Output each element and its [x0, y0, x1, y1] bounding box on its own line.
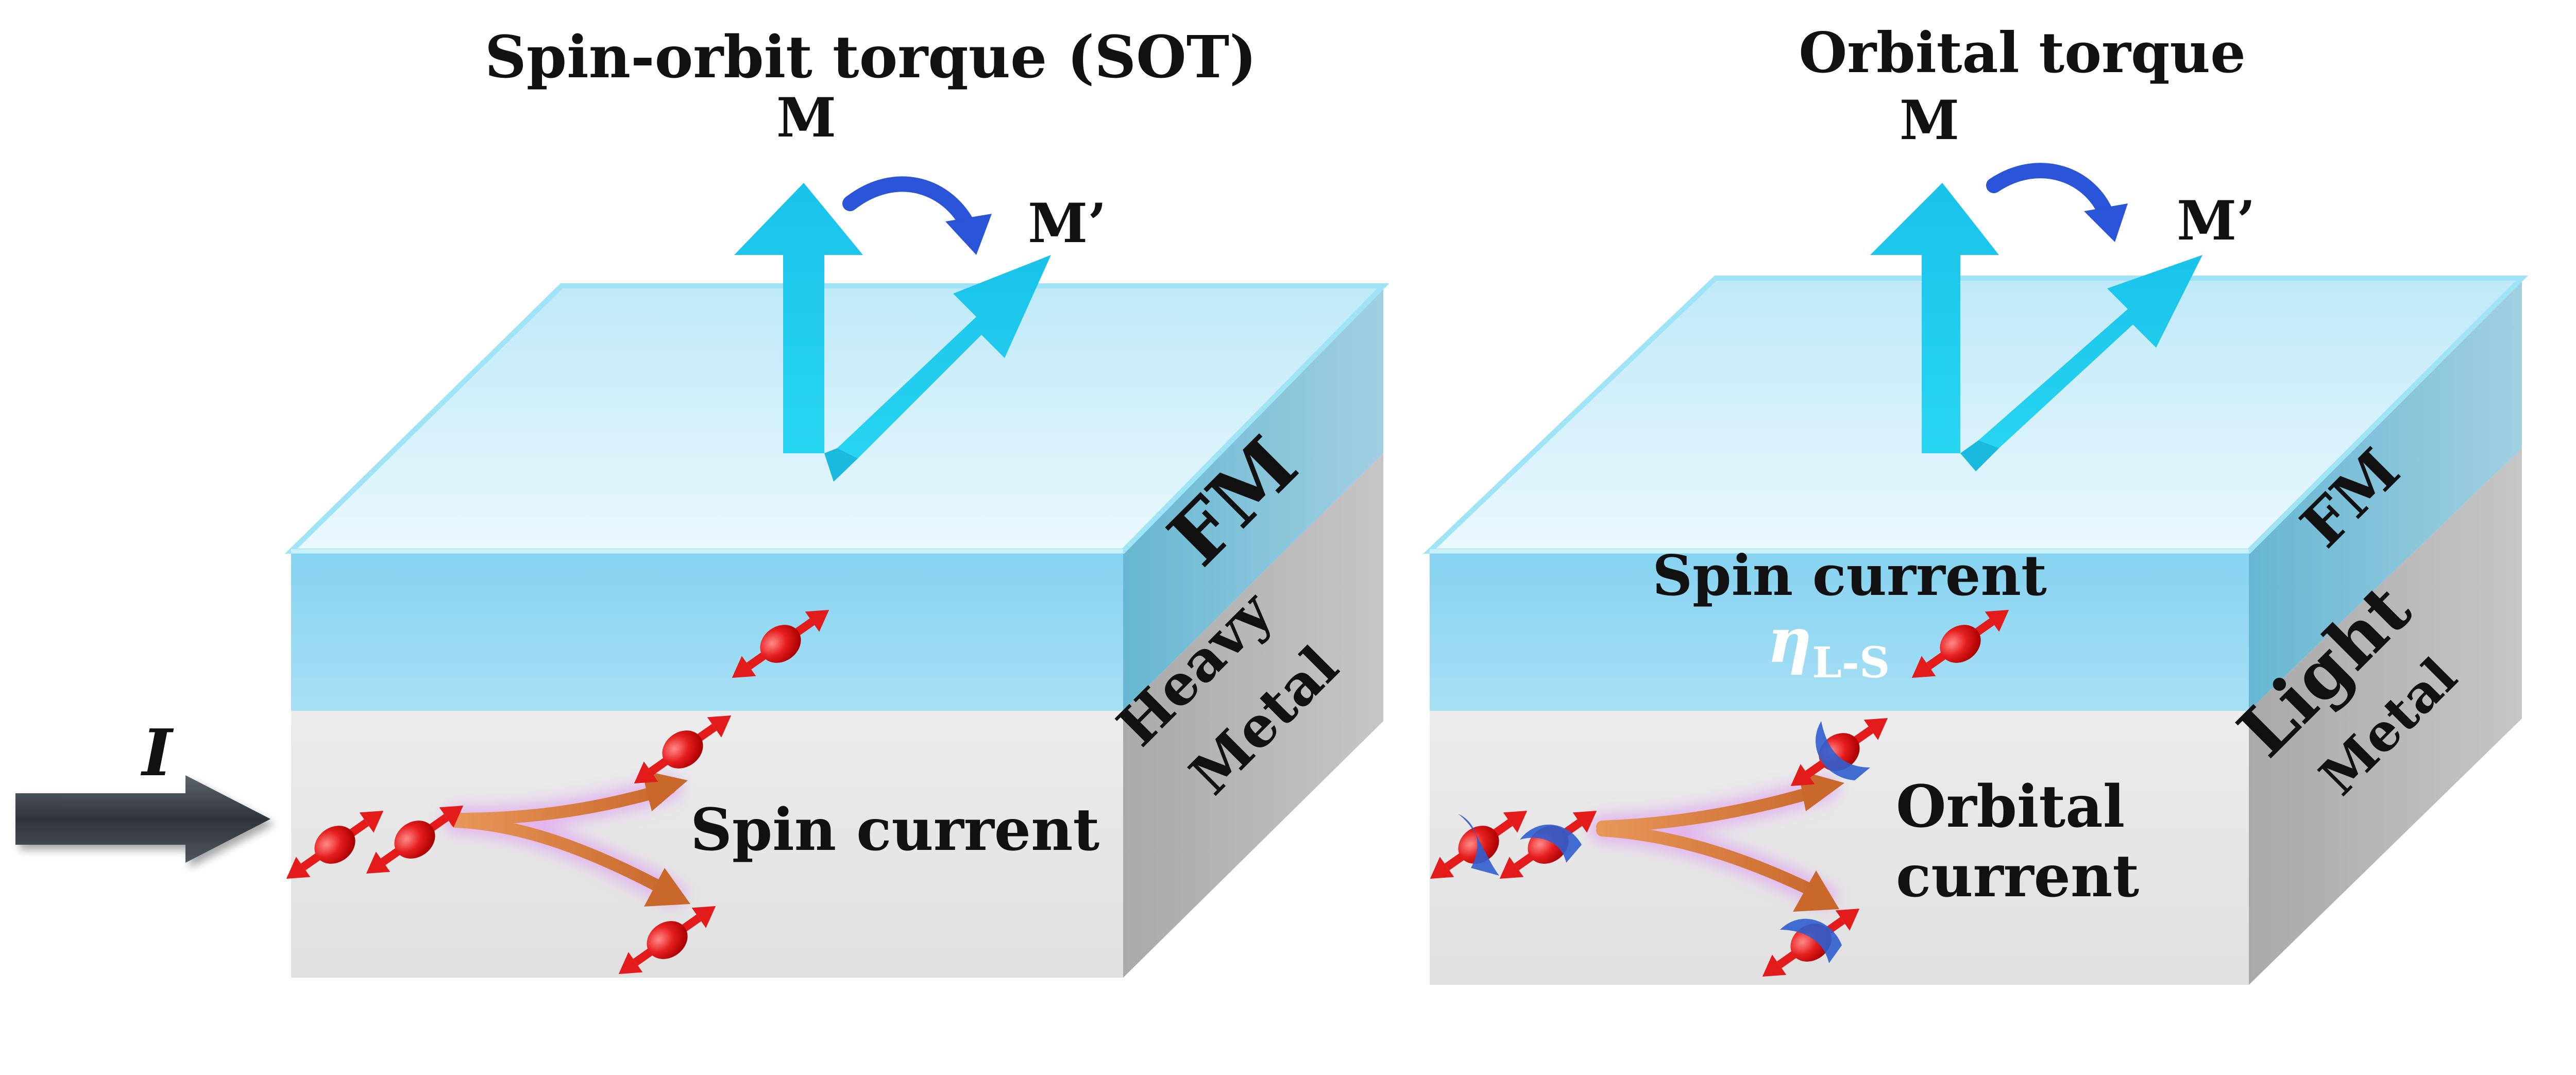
- right-orbital-current-branch: [1590, 770, 1844, 912]
- charge-current-arrow: [15, 775, 270, 863]
- heavy-metal-layer: [291, 453, 1383, 978]
- right-panel-title: Orbital torque: [1799, 21, 2246, 86]
- left-fm-layer: [284, 283, 1389, 711]
- heavy-metal-side-face: [1123, 453, 1383, 978]
- right-torque-arrow: [1986, 163, 2128, 242]
- light-metal-side-face: [2249, 448, 2522, 985]
- left-spin-current-label: Spin current: [690, 796, 1099, 864]
- light-metal-front-face: [1430, 711, 2249, 985]
- right-fm-side-face: [2249, 278, 2522, 711]
- current-symbol: I: [141, 715, 174, 791]
- right-fm-layer: [1423, 276, 2529, 711]
- orbital-particle: [1790, 718, 1888, 786]
- spin-particle: [1911, 610, 2009, 678]
- spin-particle: [286, 811, 384, 879]
- left-magnetization-m-prime-arrow: [824, 255, 1051, 482]
- left-m-label: M: [776, 86, 836, 149]
- left-spin-current-branch: [444, 770, 690, 907]
- right-m-label: M: [1900, 88, 1959, 152]
- orbital-particle: [1430, 811, 1528, 879]
- left-torque-arrow: [842, 176, 992, 255]
- right-m-prime-label: M’: [2177, 189, 2256, 252]
- spin-particle: [618, 906, 716, 974]
- right-fm-spin-current-label: Spin current: [1652, 543, 2047, 608]
- eta-symbol: η: [1767, 604, 1812, 677]
- orbital-particle: [1762, 909, 1860, 977]
- left-m-prime-label: M’: [1028, 191, 1107, 255]
- right-magnetization-m-arrow: [1870, 183, 1999, 453]
- left-magnetization-m-arrow: [734, 183, 863, 453]
- eta-subscript: L-S: [1812, 638, 1890, 688]
- orbital-current-label-line2: current: [1896, 843, 2139, 910]
- spin-particle: [366, 806, 464, 874]
- right-panel: Orbital torque M M’ Spin current ηL-S FM…: [1423, 21, 2529, 985]
- orbital-current-label-line1: Orbital: [1896, 773, 2125, 841]
- spin-particle: [634, 715, 732, 783]
- spin-particle: [732, 610, 829, 678]
- orbital-particle: [1499, 811, 1597, 879]
- left-panel: Spin-orbit torque (SOT) M M’ FM Heavy Me…: [15, 24, 1389, 978]
- right-fm-front-face: [1430, 551, 2249, 711]
- right-magnetization-m-prime-arrow: [1960, 255, 2202, 471]
- eta-ls-label: ηL-S: [1767, 604, 1890, 688]
- left-fm-side-face: [1123, 286, 1383, 711]
- heavy-metal-front-face: [291, 711, 1123, 978]
- light-metal-layer: [1430, 448, 2522, 985]
- left-panel-title: Spin-orbit torque (SOT): [485, 24, 1257, 91]
- left-fm-front-face: [291, 551, 1123, 711]
